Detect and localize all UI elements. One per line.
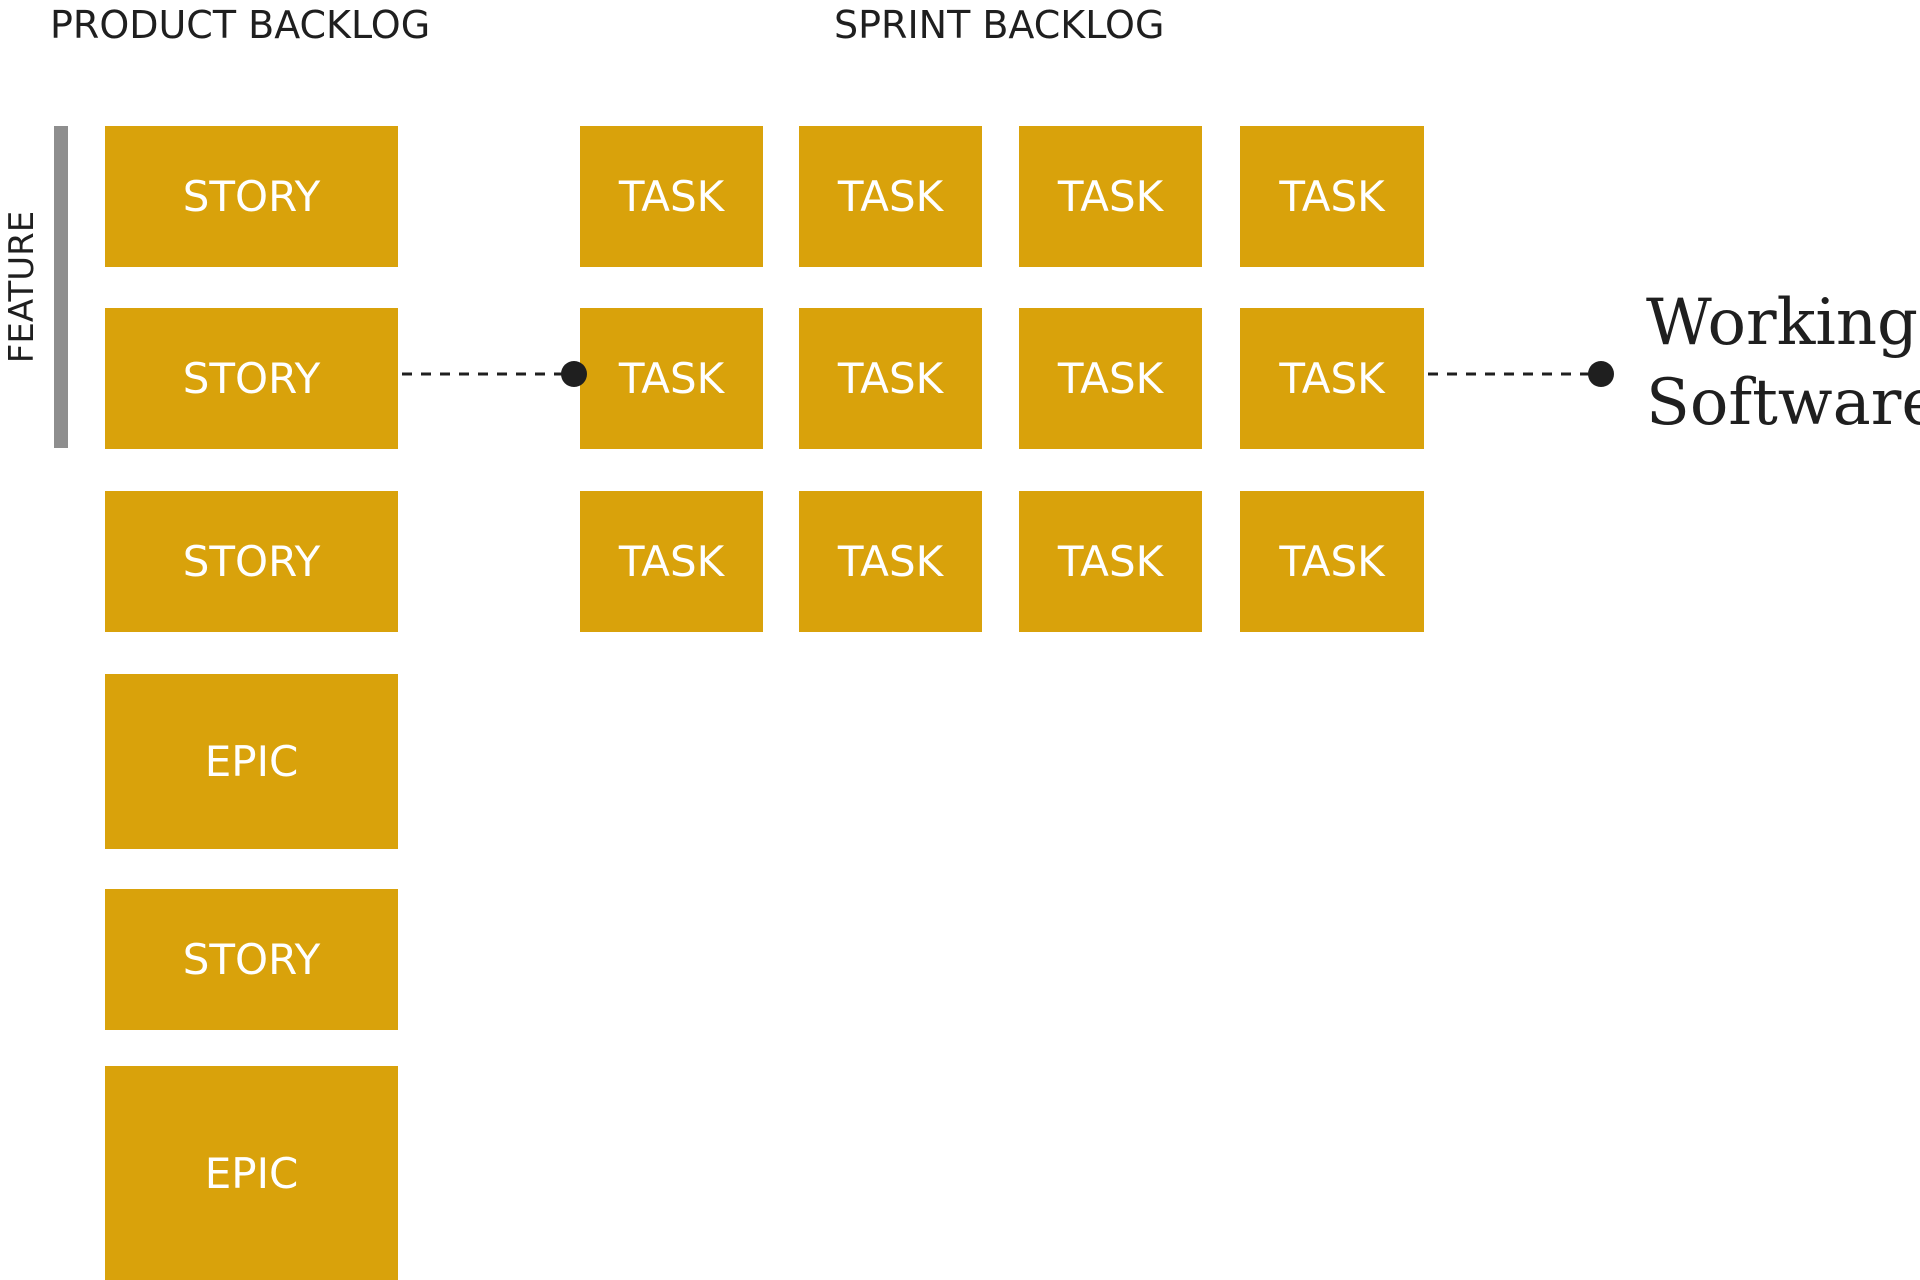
outcome-line-1: Working [1646, 286, 1918, 360]
sprint-task: TASK [799, 308, 982, 449]
software-connector-dot [1588, 361, 1614, 387]
sprint-task: TASK [580, 308, 763, 449]
sprint-task: TASK [1019, 126, 1202, 267]
product-backlog-heading: PRODUCT BACKLOG [50, 3, 431, 47]
product-item-story-2: STORY [105, 308, 398, 449]
sprint-task: TASK [1019, 491, 1202, 632]
sprint-task: TASK [1019, 308, 1202, 449]
sprint-task: TASK [1240, 491, 1424, 632]
product-item-story-4: STORY [105, 889, 398, 1030]
product-item-epic-1: EPIC [105, 674, 398, 849]
sprint-backlog-heading: SPRINT BACKLOG [834, 3, 1165, 47]
outcome-line-2: Software [1646, 366, 1920, 440]
sprint-task: TASK [580, 126, 763, 267]
feature-bracket [54, 126, 68, 448]
product-item-epic-2: EPIC [105, 1066, 398, 1280]
working-software-label: Working Software [1646, 283, 1920, 443]
sprint-task: TASK [1240, 126, 1424, 267]
product-item-story-3: STORY [105, 491, 398, 632]
product-item-story-1: STORY [105, 126, 398, 267]
sprint-task: TASK [1240, 308, 1424, 449]
sprint-task: TASK [580, 491, 763, 632]
sprint-task: TASK [799, 491, 982, 632]
sprint-task: TASK [799, 126, 982, 267]
sprint-connector-dot [561, 361, 587, 387]
